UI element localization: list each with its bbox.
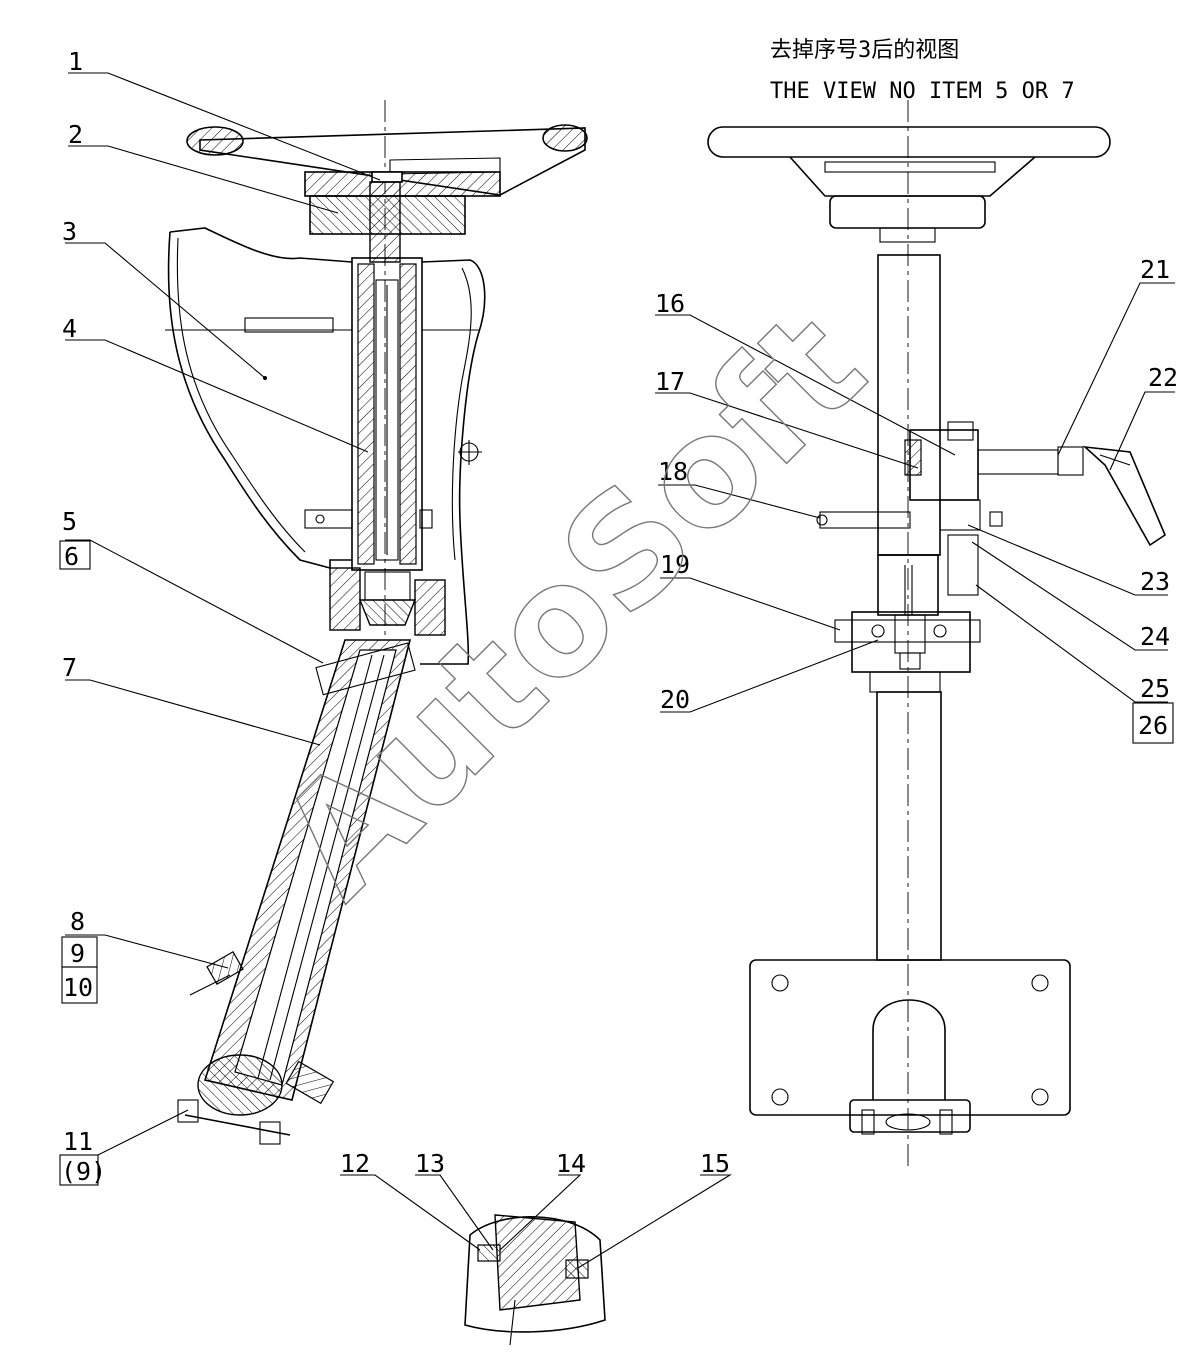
callout-17: 17 [655, 367, 685, 396]
callout-20: 20 [660, 685, 690, 714]
callout-18: 18 [658, 457, 688, 486]
callout-16: 16 [655, 289, 685, 318]
left-section-view [165, 100, 588, 1145]
callout-14: 14 [556, 1149, 586, 1178]
callout-12: 12 [340, 1149, 370, 1178]
callout-4: 4 [62, 314, 77, 343]
right-external-view [707, 100, 1166, 1170]
callout-26: 26 [1138, 711, 1168, 740]
callout-22: 22 [1148, 363, 1178, 392]
callout-10-box [61, 966, 98, 1004]
callout-13: 13 [415, 1149, 445, 1178]
steering-wheel-view [707, 126, 1111, 243]
pivot-bracket [834, 534, 981, 693]
callout-7: 7 [62, 653, 77, 682]
callout-21: 21 [1140, 255, 1170, 284]
bearing-detail-view [464, 1214, 606, 1346]
callout-25: 25 [1140, 674, 1170, 703]
callout-11b-box [59, 1154, 99, 1186]
lower-bracket [329, 567, 446, 636]
callout-15: 15 [700, 1149, 730, 1178]
callout-labels: 1 2 3 4 5 6 7 8 9 10 11 (9) 12 13 14 15 … [59, 47, 1178, 1186]
tilt-lock-assembly [904, 421, 1166, 547]
callout-11b: (9) [61, 1157, 106, 1186]
mounting-plate [749, 959, 1071, 1135]
callout-6-box [59, 540, 91, 570]
callout-6: 6 [64, 542, 79, 571]
callout-5: 5 [62, 507, 77, 536]
callout-9: 9 [70, 939, 85, 968]
callout-3: 3 [62, 217, 77, 246]
callout-11: 11 [63, 1127, 93, 1156]
callout-23: 23 [1140, 567, 1170, 596]
callout-10: 10 [63, 973, 93, 1002]
callout-19: 19 [660, 550, 690, 579]
inclined-lower-column [177, 639, 416, 1145]
callout-8: 8 [70, 907, 85, 936]
callout-2: 2 [68, 120, 83, 149]
view-title-english: THE VIEW NO ITEM 5 OR 7 [770, 79, 1075, 104]
callout-24: 24 [1140, 622, 1170, 651]
callout-1: 1 [68, 47, 83, 76]
view-title-chinese: 去掉序号3后的视图 [770, 38, 959, 63]
callout-26-box [1132, 702, 1174, 744]
leader-lines [65, 72, 1175, 1269]
column-shaft-section [351, 181, 423, 571]
